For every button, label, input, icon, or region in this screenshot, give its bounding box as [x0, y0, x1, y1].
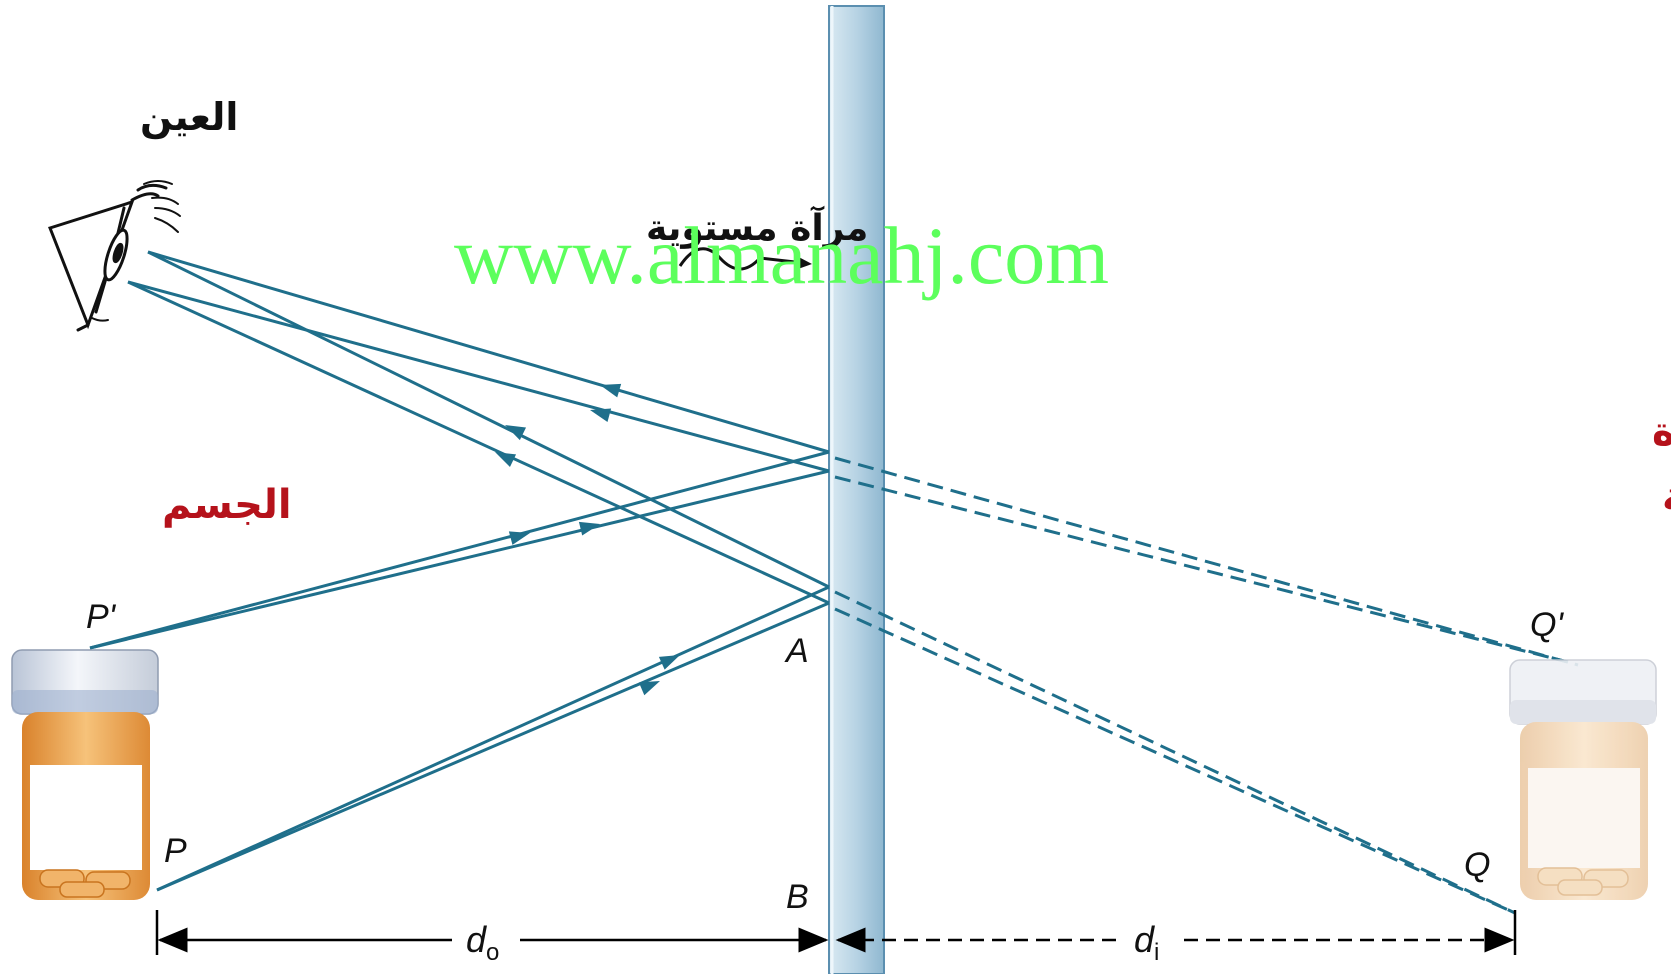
- eye-icon: [48, 180, 181, 332]
- arrow-7: [658, 655, 680, 670]
- d-i-sub: i: [1154, 939, 1159, 966]
- mirror-label: مرآة مستوية: [646, 205, 868, 249]
- arrow-4: [495, 452, 517, 468]
- d-i-main: d: [1134, 919, 1155, 960]
- ray-pprime-to-mirror-1: [89, 450, 830, 650]
- object-label: الجسم: [162, 482, 292, 528]
- object-distance-label: do: [466, 919, 499, 966]
- image-distance-label: di: [1134, 919, 1159, 966]
- ray-mirror-to-eye-1: [147, 250, 830, 454]
- ray-mirror-to-eye-2: [127, 280, 830, 473]
- arrow-5: [508, 531, 530, 545]
- point-q-label: Q: [1464, 846, 1490, 884]
- arrow-8: [638, 681, 660, 696]
- point-p-prime-label: P': [86, 598, 117, 636]
- virtual-ray-qprime-2: [834, 475, 1569, 664]
- watermark-text: www.almanahj.com: [454, 210, 1109, 301]
- svg-text:do: do: [466, 919, 499, 966]
- pill-bottle-icon: [11, 649, 159, 900]
- light-rays: [89, 250, 830, 892]
- arrow-6: [578, 521, 600, 536]
- arrow-2: [590, 408, 612, 422]
- pill-bottle-image-icon: [1509, 659, 1657, 900]
- ray-arrows: [495, 383, 680, 696]
- point-q-prime-label: Q': [1530, 606, 1564, 644]
- virtual-rays: [834, 456, 1579, 915]
- ray-mirror-to-eye-4: [127, 280, 830, 605]
- virtual-ray-qprime-1: [834, 456, 1579, 667]
- ray-p-to-mirror-2: [156, 601, 830, 892]
- d-o-sub: o: [486, 939, 499, 966]
- virtual-ray-q-2: [834, 607, 1516, 915]
- image-label-line2: التقديرية: [1662, 474, 1671, 520]
- dimension-ticks: [155, 910, 1517, 955]
- arrow-1: [600, 383, 622, 398]
- point-b-label: B: [786, 878, 809, 916]
- virtual-ray-q-1: [834, 590, 1516, 915]
- plane-mirror: [828, 5, 885, 974]
- ray-p-to-mirror-1: [156, 585, 830, 892]
- ray-pprime-to-mirror-2: [89, 469, 830, 650]
- image-label-line1: الصورة: [1652, 409, 1671, 455]
- arrow-3: [505, 425, 527, 441]
- eye-label: العين: [140, 95, 238, 139]
- ray-mirror-to-eye-3: [147, 250, 830, 589]
- svg-text:di: di: [1134, 919, 1159, 966]
- d-o-main: d: [466, 919, 487, 960]
- point-a-label: A: [784, 632, 809, 670]
- point-p-label: P: [164, 832, 187, 870]
- mirror-pointer: [678, 247, 812, 271]
